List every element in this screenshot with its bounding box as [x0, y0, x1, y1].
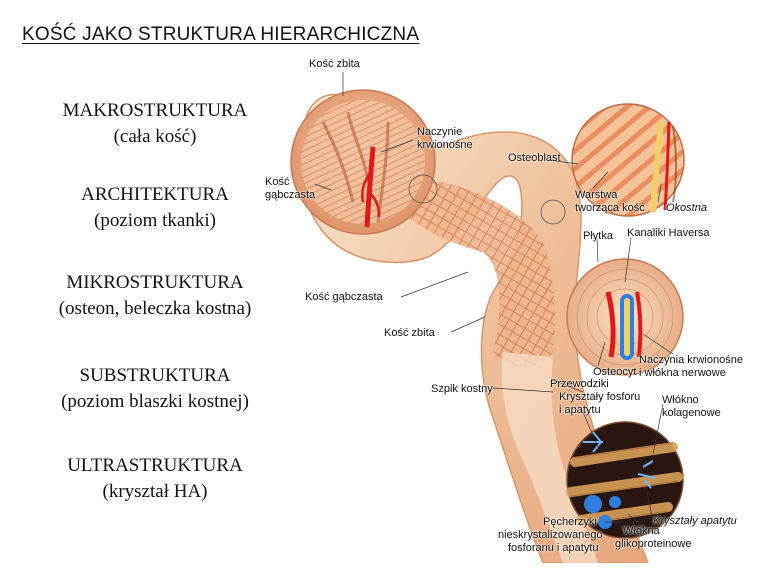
label-warstwa-line2: tworząca kość — [575, 202, 645, 214]
label-kosc-gabczasta-mid: Kość gąbczasta — [305, 291, 383, 303]
femoral-head — [290, 89, 436, 235]
page-title: KOŚĆ JAKO STRUKTURA HIERARCHICZNA — [22, 24, 420, 45]
label-osteoblast: Osteoblast — [508, 152, 561, 164]
level-name: MIKROSTRUKTURA — [66, 272, 244, 293]
label-krysztaly-fosforu-line2: i apatytu — [559, 404, 601, 416]
label-naczynie-line1: Naczynie — [417, 126, 463, 138]
zoom-marker — [540, 199, 566, 225]
ultrastructure-inset — [566, 421, 684, 539]
label-wlokna-glik-line2: glikoproteinowe — [615, 538, 692, 550]
label-osteocyt: Osteocyt — [593, 366, 637, 378]
label-kosc-zbita-top: Kość zbita — [309, 58, 360, 70]
level-description: (kryształ HA) — [102, 481, 208, 502]
label-pecherzyki-line3: fosforanu i apatytu — [508, 542, 599, 554]
level-description: (poziom tkanki) — [94, 210, 216, 231]
label-kosc-gabczasta-left-line2: gąbczasta — [265, 189, 316, 201]
label-wlokno-line2: kolagenowe — [662, 407, 721, 419]
leader-lines — [314, 72, 674, 531]
label-naczynie-line2: krwionośne — [417, 139, 473, 151]
label-kanaliki-haversa: Kanaliki Haversa — [627, 227, 710, 239]
label-krysztaly-apatytu: Kryształy apatytu — [653, 515, 737, 527]
bone-illustration: Kość zbita Naczynie krwionośne Kość gąbc… — [253, 52, 759, 564]
level-mikrostruktura: MIKROSTRUKTURA (osteon, beleczka kostna) — [30, 270, 280, 322]
label-naczynia-line1: Naczynia krwionośne — [639, 354, 743, 366]
label-krysztaly-fosforu-line1: Kryształy fosforu — [559, 391, 641, 403]
level-ultrastruktura: ULTRASTRUKTURA (kryształ HA) — [30, 453, 280, 505]
label-przewodziki: Przewodziki — [550, 378, 609, 390]
level-name: SUBSTRUKTURA — [79, 365, 231, 386]
label-warstwa-line1: Warstwa — [575, 189, 618, 201]
label-szpik-kostny: Szpik kostny — [431, 383, 493, 395]
bone-diagram-svg — [290, 72, 685, 564]
zoom-marker — [408, 174, 438, 204]
label-kosc-zbita-mid: Kość zbita — [384, 327, 435, 339]
label-wlokna-glik-line1: Włókna — [623, 525, 660, 537]
microstructure-inset — [566, 258, 684, 376]
level-architektura: ARCHITEKTURA (poziom tkanki) — [30, 182, 280, 234]
level-description: (cała kość) — [113, 126, 197, 147]
level-name: MAKROSTRUKTURA — [62, 100, 248, 121]
label-naczynia-line2: i włókna nerwowe — [639, 367, 726, 379]
label-kosc-gabczasta-left-line1: Kość — [265, 176, 290, 188]
level-name: ULTRASTRUKTURA — [67, 455, 243, 476]
label-wlokno-line1: Włókno — [662, 394, 699, 406]
level-makrostruktura: MAKROSTRUKTURA (cała kość) — [30, 98, 280, 150]
level-name: ARCHITEKTURA — [81, 184, 229, 205]
level-description: (osteon, beleczka kostna) — [58, 298, 252, 319]
architecture-inset — [571, 103, 685, 217]
level-description: (poziom blaszki kostnej) — [61, 391, 249, 412]
label-plytka: Płytka — [583, 230, 613, 242]
label-okostna: Okostna — [666, 202, 707, 214]
label-pecherzyki-line1: Pęcherzyki — [543, 516, 597, 528]
label-pecherzyki-line2: nieskrystalizowanego — [498, 529, 603, 541]
level-substruktura: SUBSTRUKTURA (poziom blaszki kostnej) — [30, 363, 280, 415]
